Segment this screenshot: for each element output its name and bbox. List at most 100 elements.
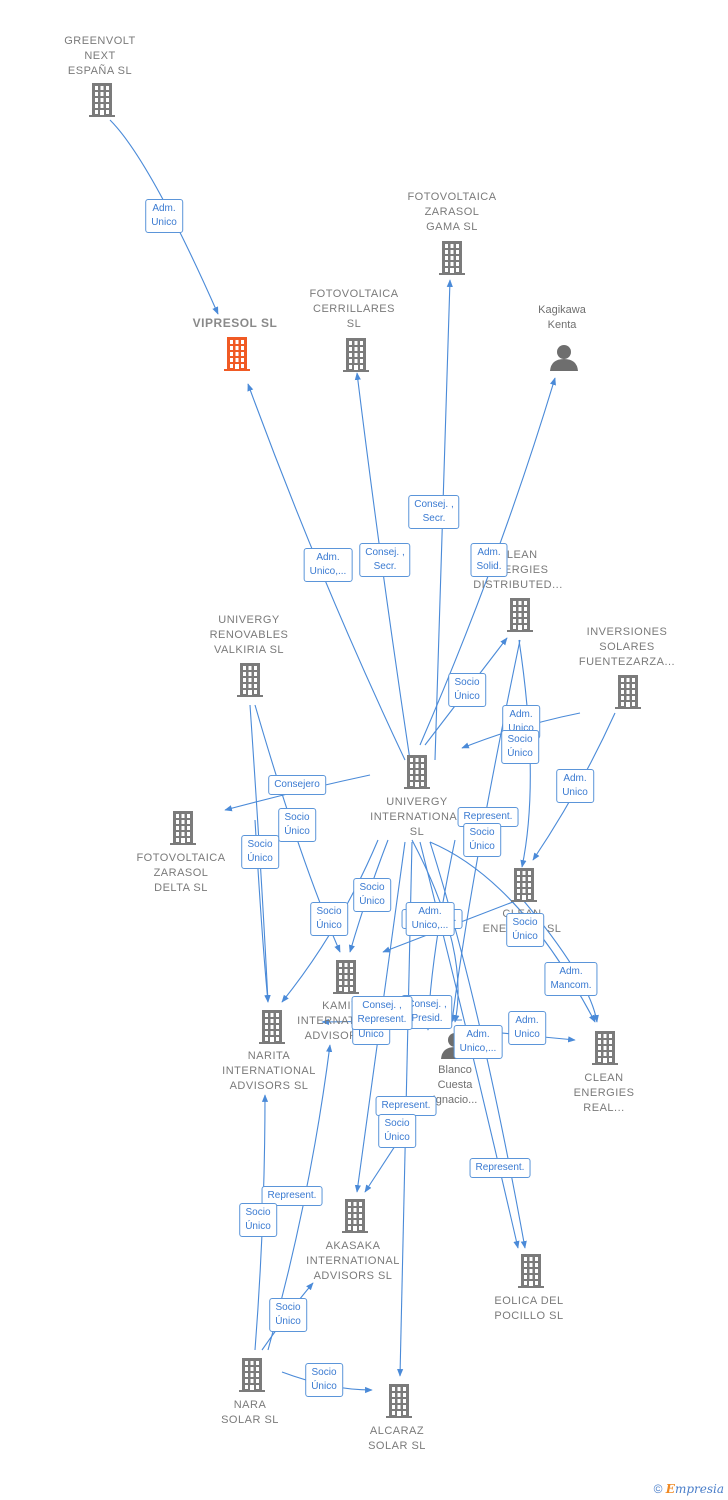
- eolica-building-icon[interactable]: [518, 1254, 544, 1288]
- edge-role-label[interactable]: Adm.Unico: [508, 1011, 546, 1045]
- narita-building-icon[interactable]: [259, 1010, 285, 1044]
- kamiya-building-icon[interactable]: [333, 960, 359, 994]
- node-label-line: ZARASOL: [424, 206, 480, 218]
- edge-role-label[interactable]: Represent.: [469, 1158, 531, 1178]
- fc-building-icon[interactable]: [343, 338, 369, 372]
- edge-role-label[interactable]: Adm.Unico,...: [303, 548, 353, 582]
- edge-role-label-line: Único: [384, 1132, 410, 1143]
- edge-role-label[interactable]: Consej. ,Secr.: [359, 543, 411, 577]
- edge-role-label[interactable]: Consej. ,Secr.: [408, 495, 460, 529]
- edge-role-label-line: Unico,...: [459, 1043, 497, 1054]
- edge-role-label[interactable]: Represent.: [375, 1096, 437, 1116]
- node-label-line: INTERNATIONAL: [370, 811, 464, 823]
- edge-role-label-line: Socio: [284, 812, 310, 823]
- edge-role-label[interactable]: Adm.Unico: [145, 199, 183, 233]
- nara-building-icon[interactable]: [239, 1358, 265, 1392]
- node-label-line: NARITA: [247, 1050, 291, 1062]
- edge-role-label-line: Único: [469, 841, 495, 852]
- edge-role-label[interactable]: Adm.Unico,...: [453, 1025, 503, 1059]
- edge-role-label[interactable]: Adm. Unico,...: [405, 902, 455, 936]
- edge-role-label-line: Represent.: [267, 1190, 317, 1201]
- clean-en-building-icon[interactable]: [511, 868, 537, 902]
- edge-role-label-line: Adm.: [316, 552, 340, 563]
- edge-role-label-line: Consejero: [274, 779, 320, 790]
- edge-role-label[interactable]: Adm.Unico: [556, 769, 594, 803]
- greenvolt-building-icon[interactable]: [89, 83, 115, 117]
- clean-real-building-icon[interactable]: [592, 1031, 618, 1065]
- node-label-line: Kagikawa: [538, 304, 586, 316]
- inv-solares-building-icon[interactable]: [615, 675, 641, 709]
- fz-gama-building-icon[interactable]: [439, 241, 465, 275]
- node-label-line: SOLAR SL: [221, 1414, 279, 1426]
- edge-role-label-line: Socio: [316, 906, 342, 917]
- alcaraz-building-icon[interactable]: [386, 1384, 412, 1418]
- edge-role-label[interactable]: Adm.Mancom.: [544, 962, 598, 996]
- clean-dist-building-icon[interactable]: [507, 598, 533, 632]
- node-label-line: INTERNATIONAL: [306, 1255, 400, 1267]
- node-label-line: VIPRESOL SL: [192, 316, 278, 330]
- edge-role-label-line: Único: [275, 1316, 301, 1327]
- node-label-line: GREENVOLT: [64, 35, 136, 47]
- node-label-line: ADVISORS SL: [313, 1270, 393, 1282]
- kagikawa-person-icon[interactable]: [550, 345, 578, 371]
- edge-role-label-line: Adm.: [418, 906, 442, 917]
- edge-role-label[interactable]: Represent.: [261, 1186, 323, 1206]
- fz-delta-building-icon[interactable]: [170, 811, 196, 845]
- edge-role-label[interactable]: Consejero: [268, 775, 326, 795]
- edge-role-label-line: Adm.: [477, 547, 501, 558]
- edge-role-label-line: Represent.: [357, 1014, 407, 1025]
- edge-role-label[interactable]: Consej. ,Represent.: [351, 996, 413, 1030]
- node-label-line: DELTA SL: [154, 882, 208, 894]
- edge-role-label-line: Consej. ,: [414, 499, 454, 510]
- edge-role-label-line: Socio: [245, 1207, 271, 1218]
- edge-line-24: [429, 841, 527, 1249]
- node-label-line: NEXT: [84, 50, 116, 62]
- edge-role-label-line: Único: [512, 931, 538, 942]
- edge-role-label[interactable]: Adm.Solid.: [470, 543, 508, 577]
- node-label-line: EOLICA DEL: [494, 1295, 564, 1307]
- edge-role-label-line: Represent.: [475, 1162, 525, 1173]
- uv-valkiria-building-icon[interactable]: [237, 663, 263, 697]
- edge-role-label-line: Adm.: [509, 709, 533, 720]
- edge-role-label-line: Socio: [247, 839, 273, 850]
- node-label-line: INTERNATIONAL: [222, 1065, 316, 1077]
- akasaka-building-icon[interactable]: [342, 1199, 368, 1233]
- node-label-line: INVERSIONES: [586, 626, 668, 638]
- vipresol-building-icon[interactable]: [224, 337, 250, 371]
- edge-role-label-line: Represent.: [381, 1100, 431, 1111]
- edge-role-label-line: Único: [359, 896, 385, 907]
- edge-role-label-line: Unico,...: [411, 920, 449, 931]
- node-label-line: FOTOVOLTAICA: [407, 191, 497, 203]
- node-label-vipresol[interactable]: VIPRESOL SL: [193, 316, 278, 331]
- node-label-line: SL: [409, 826, 425, 838]
- univergy-int-building-icon[interactable]: [404, 755, 430, 789]
- node-label-line: Cuesta: [437, 1079, 473, 1091]
